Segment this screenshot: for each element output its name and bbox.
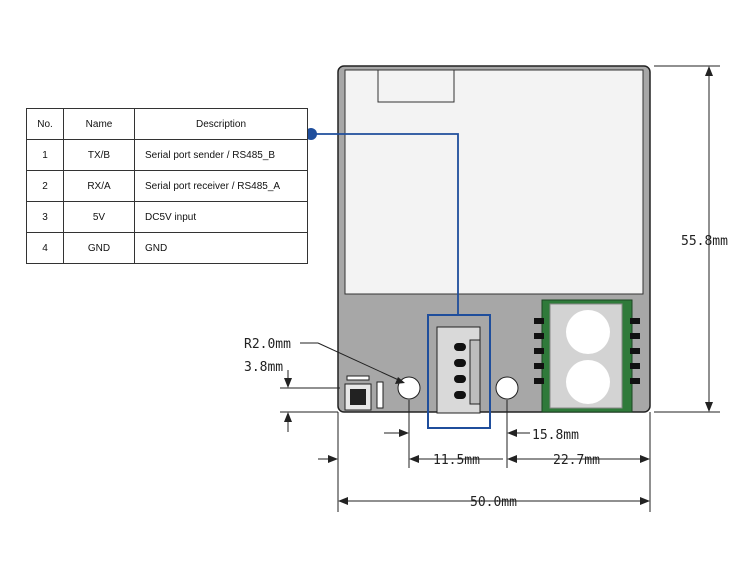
dim-22-7-arrow-right <box>640 455 650 463</box>
dim-hole2-label: 15.8mm <box>532 428 579 443</box>
dim-radius-label: R2.0mm <box>244 337 291 352</box>
connector-side <box>469 339 481 405</box>
ic-chip-body <box>350 389 366 405</box>
col-name: Name <box>63 108 135 140</box>
dim-height-arrow-bottom <box>705 402 713 412</box>
dim-width-arrow-left <box>338 497 348 505</box>
shield-tab <box>377 69 455 103</box>
pin-name: RX/A <box>63 170 135 202</box>
table-row: 4 GND GND <box>26 232 308 264</box>
dim-11-5-arrow <box>409 455 419 463</box>
dim-width-arrow-right <box>640 497 650 505</box>
sensor-lens-top <box>566 310 610 354</box>
pin-table: No. Name Description 1 TX/B Serial port … <box>26 108 308 264</box>
table-row: 1 TX/B Serial port sender / RS485_B <box>26 139 308 171</box>
dim-height-arrow-top <box>705 66 713 76</box>
dim-connector-label: 11.5mm <box>433 453 480 468</box>
pin-desc: GND <box>134 232 308 264</box>
callout-line <box>311 133 459 315</box>
col-no: No. <box>26 108 64 140</box>
connector-pin-2 <box>454 359 466 367</box>
table-row: 2 RX/A Serial port receiver / RS485_A <box>26 170 308 202</box>
connector-pin-4 <box>454 391 466 399</box>
dim-15-8-arrow-right <box>507 429 517 437</box>
dim-22-7-arrow-left <box>507 455 517 463</box>
col-description: Description <box>134 108 308 140</box>
pin-no: 4 <box>26 232 64 264</box>
sensor-pins-right <box>630 318 640 384</box>
pin-no: 3 <box>26 201 64 233</box>
pin-no: 2 <box>26 170 64 202</box>
dim-left-arrow <box>328 455 338 463</box>
pin-name: TX/B <box>63 139 135 171</box>
pin-desc: DC5V input <box>134 201 308 233</box>
sensor-pins-left <box>534 318 544 384</box>
pin-name: 5V <box>63 201 135 233</box>
dim-width-label: 50.0mm <box>470 495 517 510</box>
shield-can <box>344 69 644 295</box>
dim-3-8-arrow-bottom <box>284 412 292 422</box>
connector-callout-box <box>427 314 491 429</box>
connector-pin-3 <box>454 375 466 383</box>
callout-dot <box>305 128 317 140</box>
dim-radius-arrow <box>395 377 405 384</box>
dim-3-8-arrow-top <box>284 378 292 388</box>
dim-height-label: 55.8mm <box>681 234 728 249</box>
dim-hole-offset-label: 3.8mm <box>244 360 283 375</box>
pin-name: GND <box>63 232 135 264</box>
pin-desc: Serial port receiver / RS485_A <box>134 170 308 202</box>
pin-desc: Serial port sender / RS485_B <box>134 139 308 171</box>
mounting-hole-2 <box>495 376 519 400</box>
dim-15-8-arrow-left <box>399 429 409 437</box>
sensor-lens-bottom <box>566 360 610 404</box>
connector-pin-1 <box>454 343 466 351</box>
table-row: 3 5V DC5V input <box>26 201 308 233</box>
silkscreen-mark <box>346 375 370 381</box>
dim-radius-leader <box>317 342 404 383</box>
resistor <box>376 381 384 409</box>
pin-table-header: No. Name Description <box>26 108 308 140</box>
dim-sensor-label: 22.7mm <box>553 453 600 468</box>
pin-no: 1 <box>26 139 64 171</box>
